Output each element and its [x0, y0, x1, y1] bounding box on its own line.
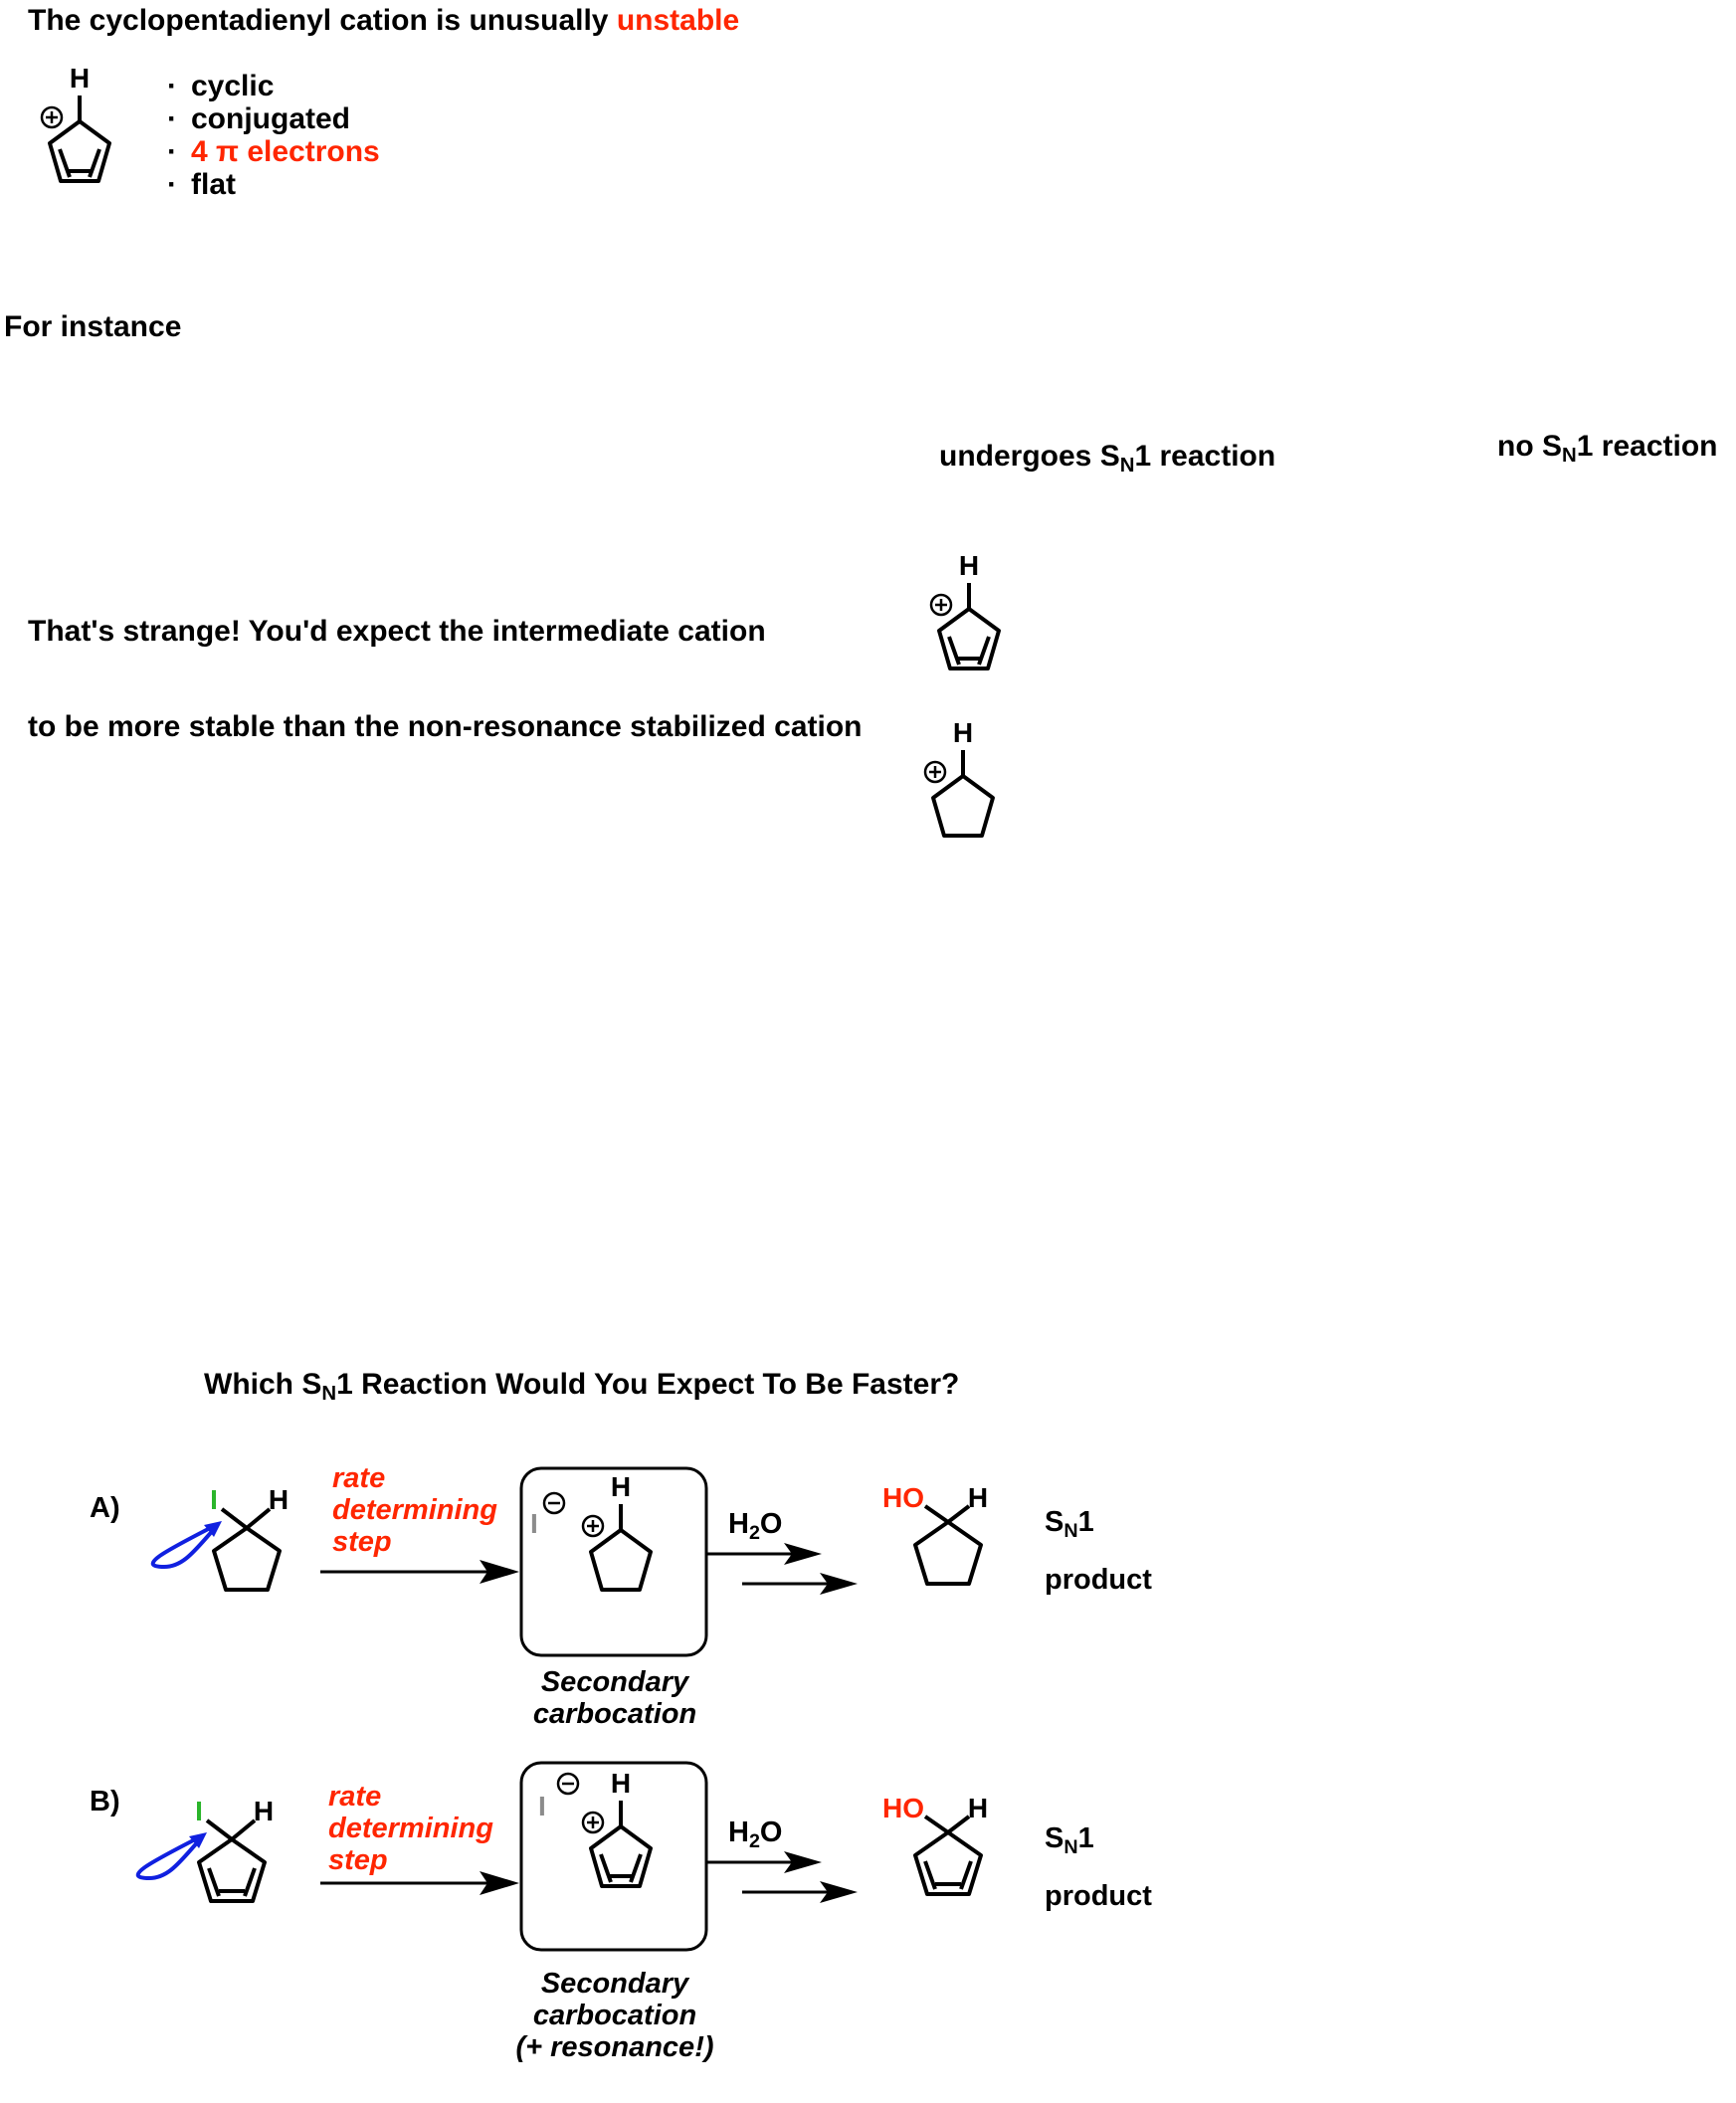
intermediate-caption: Secondary carbocation: [532, 1666, 697, 1730]
property-list: ·cyclic ·conjugated ·4 π electrons ·flat: [167, 70, 380, 201]
bullet-dot: ·: [167, 102, 177, 135]
list-item: ·cyclic: [167, 70, 275, 102]
forward-arrows: [706, 1851, 858, 1903]
iodocyclopentadiene-structure: I H: [135, 1796, 274, 1903]
list-item: ·flat: [167, 168, 236, 201]
product-word: product: [1045, 1880, 1152, 1912]
cyclopentyl-cation-structure: H: [581, 1471, 653, 1592]
page-title: The cyclopentadienyl cation is unusually…: [28, 4, 739, 39]
sn1-product-label: SN1: [1045, 1822, 1094, 1858]
hydrogen-label: H: [959, 550, 979, 581]
rate-arrow: [320, 1871, 519, 1895]
intermediate-box: [519, 1466, 708, 1657]
forward-arrows: [706, 1543, 858, 1595]
cyclopentanol-structure: HO H: [882, 1482, 988, 1586]
stability-statement: to be more stable than the non-resonance…: [28, 710, 863, 743]
list-item: ·conjugated: [167, 102, 351, 135]
hydroxyl-label: HO: [882, 1793, 924, 1823]
reaction-label-b: B): [90, 1786, 120, 1817]
hydrogen-label: H: [611, 1768, 631, 1799]
cyclopentyl-cation-structure: H: [923, 717, 995, 838]
rate-determining-step-label: rate determining step: [328, 1781, 493, 1876]
cyclopentadienyl-cation-structure: H: [581, 1768, 653, 1888]
product-word: product: [1045, 1564, 1152, 1596]
cyclopentadienyl-cation-structure: H: [929, 550, 1001, 670]
hydrogen-label: H: [968, 1482, 988, 1513]
undergoes-sn1-label: undergoes SN1 reaction: [939, 440, 1276, 478]
intermediate-caption: Secondary carbocation (+ resonance!): [515, 1968, 714, 2063]
iodocyclopentane-structure: I H: [150, 1484, 289, 1592]
strange-statement: That's strange! You'd expect the interme…: [28, 615, 766, 648]
no-sn1-label: no SN1 reaction: [1497, 430, 1718, 468]
hydroxyl-label: HO: [882, 1482, 924, 1513]
rate-arrow: [320, 1560, 519, 1584]
iodine-label: I: [195, 1796, 203, 1826]
bullet-dot: ·: [167, 168, 177, 201]
hydrogen-label: H: [254, 1796, 274, 1826]
water-reagent: H2O: [728, 1508, 783, 1544]
question-heading: Which SN1 Reaction Would You Expect To B…: [204, 1368, 960, 1406]
hydrogen-label: H: [269, 1484, 289, 1515]
negative-charge-icon: [556, 1772, 580, 1796]
list-item: ·4 π electrons: [167, 135, 380, 168]
cyclopentadienol-structure: HO H: [882, 1793, 988, 1896]
title-text: The cyclopentadienyl cation is unusually: [28, 4, 609, 37]
rate-determining-step-label: rate determining step: [332, 1462, 497, 1558]
bullet-dot: ·: [167, 70, 177, 102]
hydrogen-label: H: [968, 1793, 988, 1823]
title-highlight: unstable: [616, 4, 740, 37]
sn1-product-label: SN1: [1045, 1506, 1094, 1542]
intermediate-box: [519, 1761, 708, 1952]
hydrogen-label: H: [70, 63, 90, 94]
hydrogen-label: H: [953, 717, 973, 748]
negative-charge-icon: [542, 1491, 566, 1515]
hydrogen-label: H: [611, 1471, 631, 1502]
iodide-label: I: [538, 1791, 546, 1821]
iodine-label: I: [210, 1484, 218, 1515]
cyclopentadienyl-cation-structure: H: [40, 63, 111, 183]
water-reagent: H2O: [728, 1816, 783, 1852]
example-intro: For instance: [4, 310, 182, 343]
reaction-label-a: A): [90, 1492, 120, 1524]
iodide-label: I: [530, 1508, 538, 1539]
bullet-dot: ·: [167, 135, 177, 168]
